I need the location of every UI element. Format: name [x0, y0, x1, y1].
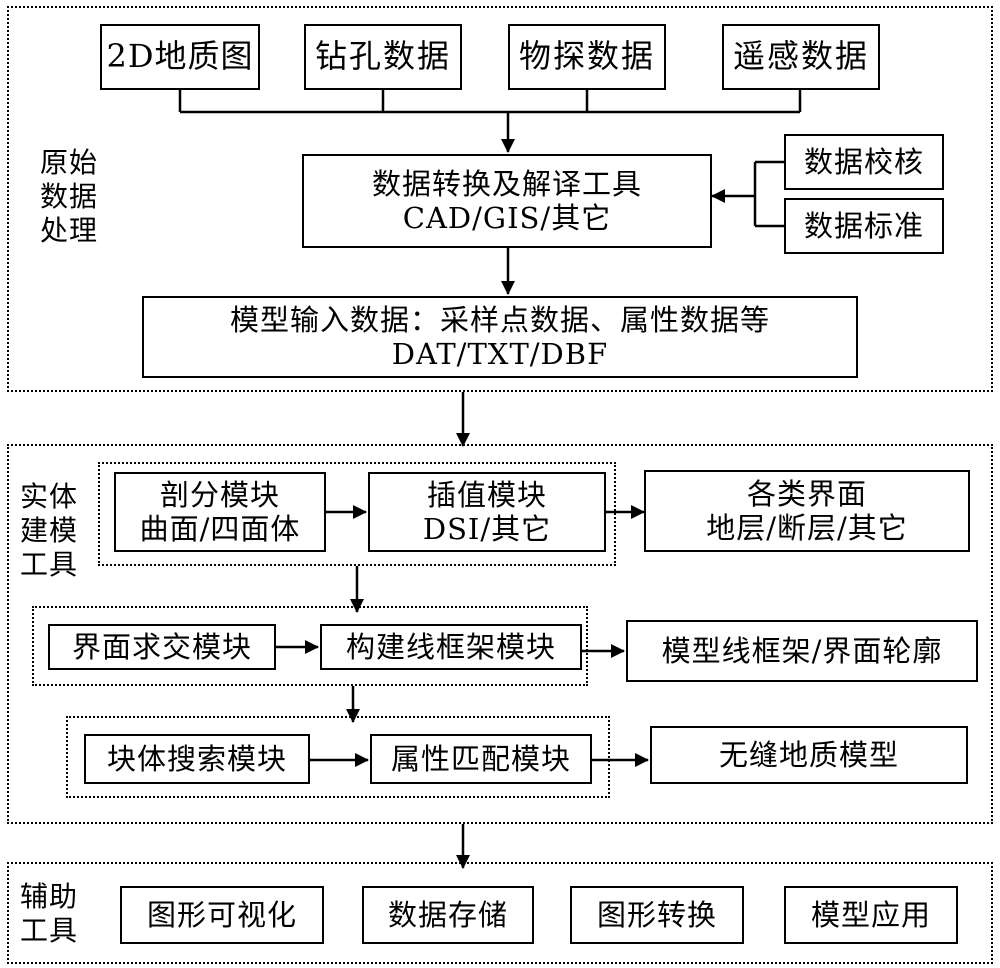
intersect-wireframe-group [32, 606, 588, 686]
aux-model-application-box: 模型应用 [784, 886, 958, 944]
aux-graphics-visualization-box: 图形可视化 [120, 886, 324, 944]
wireframe-building-module-box: 构建线框架模块 [320, 624, 582, 670]
raw-data-section [7, 6, 993, 392]
solid-section-label: 实体建模工具 [20, 480, 79, 581]
aux-tools-section [7, 862, 993, 964]
data-standard-box: 数据标准 [784, 198, 944, 254]
surface-intersection-module-box: 界面求交模块 [48, 624, 276, 670]
data-check-box: 数据校核 [784, 134, 944, 190]
surfaces-output-box: 各类界面地层/断层/其它 [644, 470, 970, 552]
attribute-match-module-box: 属性匹配模块 [370, 734, 592, 784]
seamless-geologic-model-box: 无缝地质模型 [650, 726, 968, 784]
aux-graphics-conversion-box: 图形转换 [570, 886, 744, 944]
wireframe-output-box: 模型线框架/界面轮廓 [626, 620, 978, 682]
source-box-remote-sensing-data: 遥感数据 [722, 24, 880, 90]
source-box-2d-geologic-map: 2D地质图 [100, 24, 260, 90]
source-box-geophysical-data: 物探数据 [508, 24, 666, 90]
block-search-module-box: 块体搜索模块 [84, 734, 310, 784]
split-module-box: 剖分模块曲面/四面体 [114, 472, 326, 552]
aux-data-storage-box: 数据存储 [362, 886, 534, 944]
split-interp-group [98, 462, 616, 566]
solid-modeling-section [7, 444, 993, 824]
source-box-borehole-data: 钻孔数据 [304, 24, 462, 90]
raw-section-label: 原始数据处理 [40, 146, 99, 247]
search-match-group [66, 716, 610, 798]
aux-section-label: 辅助工具 [20, 880, 79, 947]
